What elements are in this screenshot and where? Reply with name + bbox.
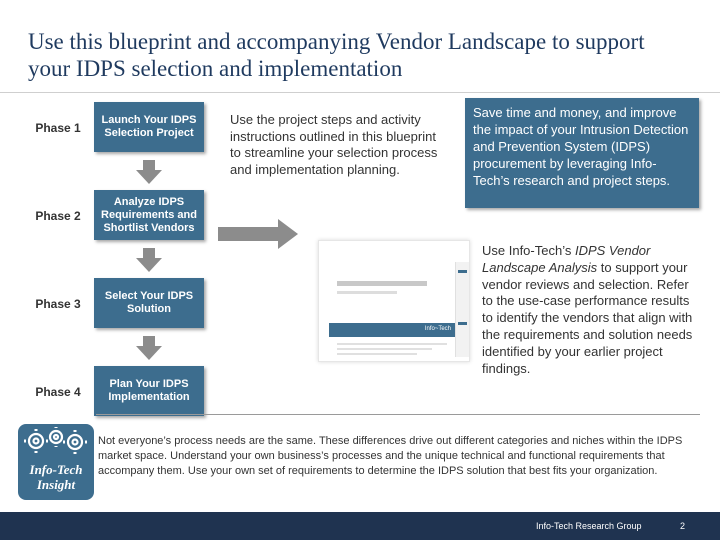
thumbnail-title-line — [337, 281, 427, 286]
right-arrow-icon — [218, 219, 298, 249]
info-tech-insight-logo-icon: Info-Tech Insight — [18, 424, 94, 500]
phase-1-text: Launch Your IDPS Selection Project — [94, 114, 204, 140]
down-arrow-icon — [136, 160, 162, 184]
phase-3-label: Phase 3 — [28, 297, 88, 311]
phase-3-box: Select Your IDPS Solution — [94, 278, 204, 328]
thumbnail-band: Info~Tech — [329, 323, 469, 337]
phase-1-box: Launch Your IDPS Selection Project — [94, 102, 204, 152]
thumbnail-text-line — [337, 343, 447, 345]
page-number: 2 — [680, 521, 685, 531]
thumbnail-side-mark — [458, 270, 467, 273]
phase-2-label: Phase 2 — [28, 209, 88, 223]
thumbnail-brand: Info~Tech — [425, 326, 451, 332]
phase-2-box: Analyze IDPS Requirements and Shortlist … — [94, 190, 204, 240]
vendor-landscape-text: Use Info-Tech’s IDPS Vendor Landscape An… — [482, 243, 700, 377]
phase-3-text: Select Your IDPS Solution — [94, 290, 204, 316]
phase-4-box: Plan Your IDPS Implementation — [94, 366, 204, 416]
thumbnail-side-mark — [458, 322, 467, 325]
vendor-text-after: to support your vendor reviews and selec… — [482, 260, 692, 376]
phase-2-text: Analyze IDPS Requirements and Shortlist … — [94, 196, 204, 235]
down-arrow-icon — [136, 336, 162, 360]
down-arrow-icon — [136, 248, 162, 272]
insight-text: Not everyone’s process needs are the sam… — [98, 434, 698, 479]
phase-1-label: Phase 1 — [28, 121, 88, 135]
title-divider — [0, 92, 720, 93]
thumbnail-side-page — [455, 262, 469, 357]
thumbnail-text-line — [337, 353, 417, 355]
callout-text: Save time and money, and improve the imp… — [473, 105, 688, 188]
page-title: Use this blueprint and accompanying Vend… — [28, 28, 688, 82]
phase-4-label: Phase 4 — [28, 385, 88, 399]
project-steps-text: Use the project steps and activity instr… — [230, 112, 445, 178]
thumbnail-text-line — [337, 348, 432, 350]
thumbnail-subtitle-line — [337, 291, 397, 294]
phase-4-text: Plan Your IDPS Implementation — [94, 378, 204, 404]
vendor-landscape-document-thumbnail: Info~Tech — [318, 240, 470, 362]
insight-divider — [96, 414, 700, 415]
logo-line-2: Insight — [36, 477, 76, 492]
logo-line-1: Info-Tech — [29, 462, 83, 477]
footer-bar: Info-Tech Research Group 2 — [0, 512, 720, 540]
vendor-text-before: Use Info-Tech’s — [482, 243, 575, 258]
callout-box: Save time and money, and improve the imp… — [465, 98, 699, 208]
footer-organization: Info-Tech Research Group — [536, 521, 642, 531]
